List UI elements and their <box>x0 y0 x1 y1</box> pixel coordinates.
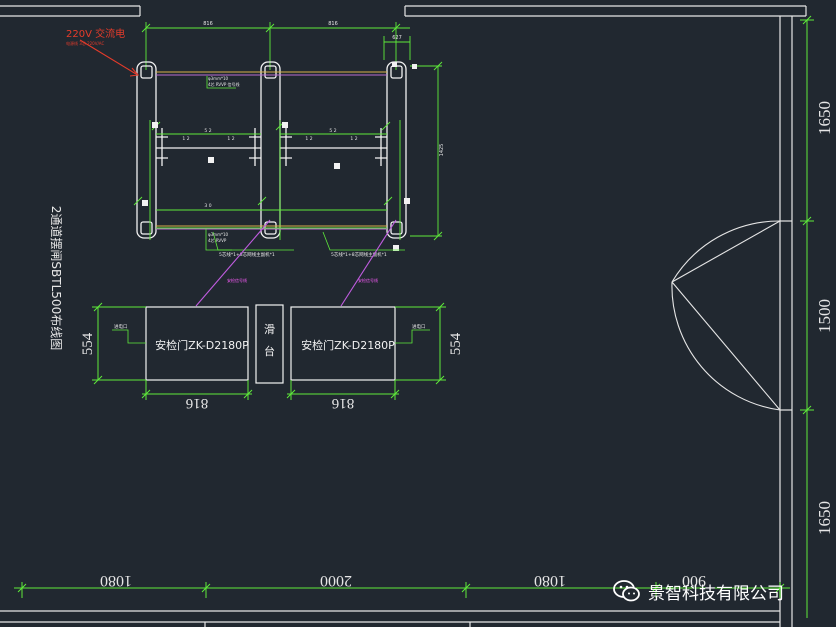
wechat-icon <box>613 580 640 602</box>
cable-spec-2b: 4芯 RVVP <box>208 237 227 243</box>
power-lines <box>79 39 387 230</box>
lane-dim-4: 1 2 <box>227 136 234 142</box>
power-in-right: 进电口 <box>412 323 426 330</box>
power-subtitle: 电源线 3芯 220V/AC <box>66 40 104 46</box>
dim-right-bot: 1650 <box>815 501 834 535</box>
lane-dim-6: 1 2 <box>350 136 357 142</box>
signal-label-left: 安检信号线 <box>227 277 247 283</box>
door-right-label: 安检门ZK-D2180P <box>301 338 395 352</box>
dim-right-top: 1650 <box>815 101 834 135</box>
turnstile-right <box>386 61 407 239</box>
slide-table-char: 台 <box>264 344 275 358</box>
lane-dim-2: 5 2 <box>329 128 336 134</box>
signal-label-right: 安检信号线 <box>358 277 378 283</box>
dim-gap-1: 627 <box>392 35 402 41</box>
right-dimensions <box>800 15 814 618</box>
dim-depth: 1425 <box>439 144 445 157</box>
door-left-width: 816 <box>185 395 208 411</box>
security-doors <box>145 304 396 384</box>
door-left-label: 安检门ZK-D2180P <box>155 338 249 352</box>
cable-spec-2: φ3mm*10 <box>208 232 229 237</box>
lane-dim-3: 1 2 <box>182 136 189 142</box>
cable-callouts <box>205 76 405 251</box>
lane-dim-1: 5 2 <box>204 128 211 134</box>
power-title: 220V 交流电 <box>66 27 125 40</box>
watermark: 景智科技有限公司 <box>612 578 784 604</box>
door-swing <box>671 220 781 411</box>
bottom-dimensions <box>14 582 790 598</box>
route-label-right: 5芯线*1+8芯网线主副机*1 <box>331 251 387 258</box>
dim-span-2: 816 <box>328 21 338 27</box>
door-right-height: 554 <box>448 332 464 355</box>
route-label-left: 5芯线*1+8芯网线主副机*1 <box>219 251 275 258</box>
security-door-right <box>290 306 396 381</box>
lane-dim-7: 3 0 <box>204 203 211 209</box>
cable-spec-1: φ3mm*10 <box>208 76 229 81</box>
device-tags <box>142 62 417 251</box>
dim-span-1: 816 <box>203 21 213 27</box>
turnstile-top-dims <box>141 22 443 241</box>
cable-spec-1b: 4芯 RVVP 信号线 <box>208 81 240 87</box>
dim-bottom-3: 1080 <box>534 572 566 589</box>
slide-table <box>255 304 284 384</box>
slide-table-char: 滑 <box>264 323 275 336</box>
door-left-height: 554 <box>80 332 96 355</box>
turnstile-middle <box>260 61 281 239</box>
door-dims <box>92 302 446 400</box>
power-in-left: 进电口 <box>114 323 128 330</box>
drawing-title: 2通道摆闸SBTL500布线图 <box>49 206 63 350</box>
door-right-width: 816 <box>331 395 354 411</box>
slide-table-label: 滑台 <box>264 323 275 358</box>
signal-cables <box>195 219 397 307</box>
inlet-callouts <box>112 329 430 344</box>
turnstile-left <box>136 61 157 239</box>
dim-right-mid: 1500 <box>815 299 834 333</box>
lane-dim-5: 1 2 <box>305 136 312 142</box>
turnstile-units <box>136 61 407 239</box>
dim-bottom-4: 900 <box>682 572 706 589</box>
watermark-text: 景智科技有限公司 <box>648 583 784 604</box>
room-walls <box>0 5 807 627</box>
security-door-left <box>145 306 249 381</box>
dim-bottom-2: 2000 <box>320 572 352 589</box>
dim-bottom-1: 1080 <box>100 572 132 589</box>
